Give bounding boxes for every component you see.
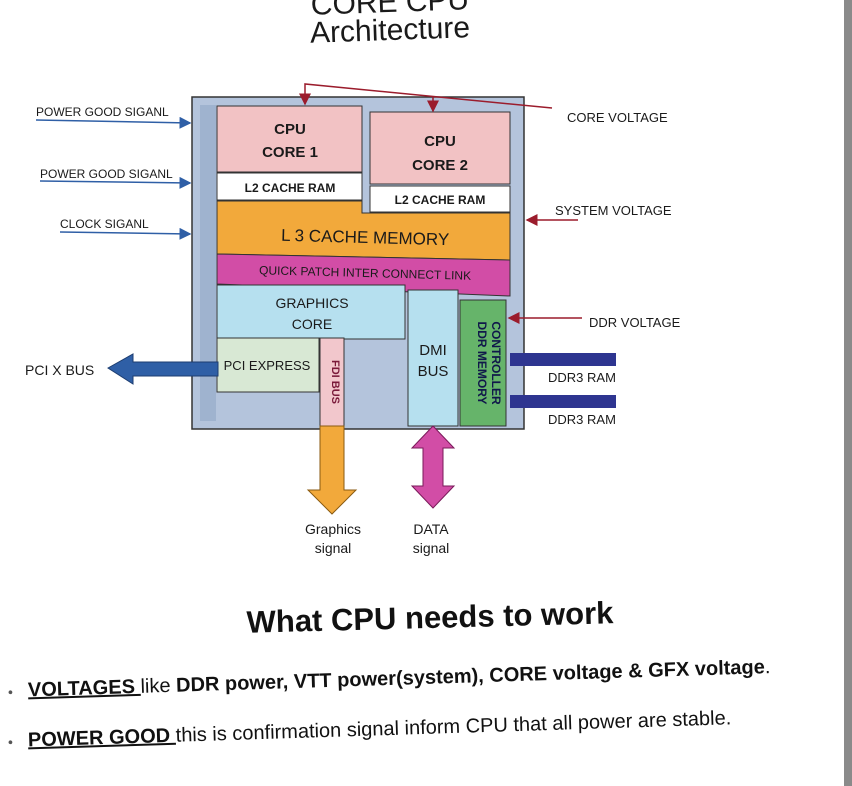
l2-cache-1-label: L2 CACHE RAM [245, 181, 336, 195]
bullet-voltages-end: . [764, 656, 771, 679]
dmi-bus-label-line-2: BUS [418, 363, 449, 380]
data-signal-label-line-1: DATA [413, 521, 449, 537]
pcix-bus-arrow [107, 353, 219, 385]
ddr3-ram-bus-2 [510, 395, 616, 408]
l3-cache-label: L 3 CACHE MEMORY [281, 226, 450, 249]
graphics-signal-label-line-2: signal [315, 540, 352, 556]
bullet-voltages-bold: DDR power, VTT power(system), CORE volta… [175, 656, 766, 697]
cpu-core-2-label-line-2: CORE 2 [412, 157, 468, 174]
cpu-core-2-label-line-1: CPU [424, 133, 456, 150]
ddr-memory-controller-label-line-2: CONTROLLER [489, 321, 503, 405]
ddr3-ram-label-1: DDR3 RAM [548, 370, 616, 385]
graphics-signal-label-line-1: Graphics [305, 521, 361, 537]
graphics-core-label-line-2: CORE [292, 316, 332, 332]
data-signal-label-line-2: signal [413, 540, 450, 556]
clock-signal-arrow [59, 227, 192, 240]
ddr-memory-controller-label-line-1: DDR MEMORY [475, 322, 489, 405]
power-good-signal-label-2: POWER GOOD SIGANL [40, 167, 173, 181]
cpu-core-1-label-line-2: CORE 1 [262, 144, 318, 161]
dmi-bus-label-line-1: DMI [419, 342, 447, 359]
bullet-voltages: • VOLTAGES like DDR power, VTT power(syst… [8, 656, 771, 703]
ddr-memory-controller [459, 299, 507, 427]
bullet-marker: • [7, 733, 14, 750]
graphics-core [216, 284, 406, 340]
cpu-core-1-label-line-1: CPU [274, 121, 306, 138]
graphics-core-label-line-1: GRAPHICS [275, 295, 348, 311]
bullet-power-good: • POWER GOOD this is confirmation signal … [8, 707, 732, 753]
fdi-bus-label: FDI BUS [329, 360, 341, 404]
clock-signal-label: CLOCK SIGANL [60, 217, 149, 231]
pcix-bus-label: PCI X BUS [25, 362, 94, 378]
power-good-signal-arrow-1 [35, 116, 192, 129]
dmi-bus [407, 289, 459, 427]
bullet-power-good-key: POWER GOOD [27, 724, 177, 752]
system-voltage-label: SYSTEM VOLTAGE [555, 203, 672, 218]
ddr-voltage-label: DDR VOLTAGE [589, 315, 681, 330]
cpu-architecture-diagram: CPU CORE 1 CPU CORE 2 L2 CACHE RAM L2 CA… [25, 83, 681, 556]
core-voltage-label: CORE VOLTAGE [567, 110, 668, 125]
power-good-signal-label-1: POWER GOOD SIGANL [36, 105, 169, 119]
ddr3-ram-bus-1 [510, 353, 616, 366]
pci-express-label: PCI EXPRESS [224, 358, 311, 373]
cpu-core-2 [369, 111, 511, 185]
l2-cache-2 [369, 185, 511, 213]
ddr3-ram-label-2: DDR3 RAM [548, 412, 616, 427]
bullet-voltages-plain: like [140, 674, 177, 698]
bullet-voltages-key: VOLTAGES [27, 675, 141, 702]
l2-cache-2-label: L2 CACHE RAM [395, 193, 486, 207]
cpu-core-1 [216, 105, 363, 173]
page-edge [844, 0, 852, 786]
chip-inner-left-strip [200, 105, 216, 421]
power-good-signal-arrow-2 [39, 176, 192, 189]
bullet-marker: • [7, 683, 14, 700]
graphics-signal-arrow [306, 425, 358, 515]
quick-path-interconnect-label: QUICK PATCH INTER CONNECT LINK [259, 263, 471, 283]
data-signal-arrow [410, 425, 456, 509]
section-heading: What CPU needs to work [246, 595, 614, 640]
bullet-power-good-text: this is confirmation signal inform CPU t… [175, 707, 732, 747]
pci-express [216, 337, 320, 393]
l2-cache-1 [216, 172, 363, 201]
core-voltage-line [299, 83, 553, 109]
